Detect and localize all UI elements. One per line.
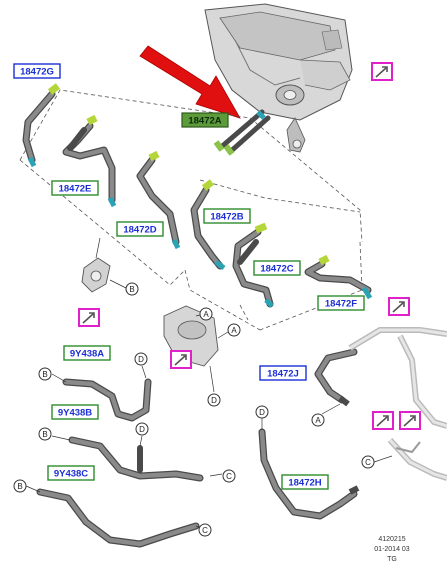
footer-initials: TG <box>387 556 397 563</box>
svg-text:B: B <box>42 430 47 439</box>
svg-text:D: D <box>139 425 145 434</box>
label-9Y438A: 9Y438A <box>63 345 111 361</box>
callout-d-18472H: D <box>255 405 269 419</box>
callout-b-9Y438B: B <box>38 427 52 441</box>
hose-18472A <box>213 109 271 156</box>
svg-text:B: B <box>129 285 134 294</box>
svg-text:C: C <box>226 472 232 481</box>
hose-18472E <box>62 114 117 208</box>
svg-text:9Y438B: 9Y438B <box>58 408 92 419</box>
label-18472J: 18472J <box>259 365 307 381</box>
hose-9Y438A <box>51 365 152 422</box>
callout-b-9Y438C: B <box>13 479 27 493</box>
label-18472A: 18472A <box>181 112 229 128</box>
label-18472F: 18472F <box>317 295 365 311</box>
svg-text:18472F: 18472F <box>325 299 357 310</box>
svg-text:18472B: 18472B <box>210 212 243 223</box>
coolant-valve <box>81 237 127 293</box>
label-18472G: 18472G <box>13 63 61 79</box>
right-pipe-assembly <box>348 327 447 481</box>
hose-18472H <box>258 418 360 520</box>
reference-icon-6[interactable] <box>399 411 421 430</box>
label-18472H: 18472H <box>281 474 329 490</box>
callout-a-pump-top: A <box>199 307 213 321</box>
assembly-outline <box>19 89 363 331</box>
callout-b-9Y438A: B <box>38 367 52 381</box>
callout-a-18472J: A <box>311 413 325 427</box>
svg-text:A: A <box>231 326 237 335</box>
attention-arrow <box>139 45 241 119</box>
svg-text:B: B <box>42 370 47 379</box>
coolant-pump <box>163 305 229 393</box>
svg-text:18472G: 18472G <box>20 67 54 78</box>
svg-text:A: A <box>315 416 321 425</box>
svg-text:C: C <box>202 526 208 535</box>
svg-text:D: D <box>211 396 217 405</box>
svg-text:9Y438C: 9Y438C <box>54 469 88 480</box>
callout-c-right: C <box>361 455 375 469</box>
callout-b-valve: B <box>125 282 139 296</box>
svg-text:B: B <box>17 482 22 491</box>
hose-18472B <box>190 179 226 270</box>
svg-text:18472E: 18472E <box>59 184 92 195</box>
reference-icon-3[interactable] <box>170 350 192 369</box>
reference-icon-5[interactable] <box>372 411 394 430</box>
svg-text:18472C: 18472C <box>260 264 293 275</box>
svg-text:18472A: 18472A <box>188 116 221 127</box>
hose-18472C <box>232 222 274 308</box>
hose-18472G <box>22 83 61 168</box>
svg-text:C: C <box>365 458 371 467</box>
drawing-reference-footer: 4120215 01-2014 03 TG <box>374 536 410 563</box>
footer-code: 4120215 <box>378 536 405 543</box>
label-18472D: 18472D <box>116 221 164 237</box>
callout-a-pump-right: A <box>227 323 241 337</box>
svg-text:D: D <box>259 408 265 417</box>
hose-18472J <box>314 348 358 415</box>
callout-c-9Y438C: C <box>198 523 212 537</box>
callout-d-pump: D <box>207 393 221 407</box>
svg-text:18472H: 18472H <box>288 478 321 489</box>
label-18472B: 18472B <box>203 208 251 224</box>
hose-9Y438C <box>25 485 201 548</box>
label-9Y438B: 9Y438B <box>51 404 99 420</box>
hose-18472D <box>136 150 181 250</box>
svg-text:18472D: 18472D <box>123 225 156 236</box>
hose-18472F <box>304 254 373 300</box>
label-18472C: 18472C <box>253 260 301 276</box>
callout-d-9Y438B: D <box>135 422 149 436</box>
svg-text:18472J: 18472J <box>267 369 299 380</box>
callout-d-9Y438A: D <box>134 352 148 366</box>
hose-9Y438B <box>51 435 223 482</box>
label-18472E: 18472E <box>51 180 99 196</box>
svg-text:A: A <box>203 310 209 319</box>
svg-text:D: D <box>138 355 144 364</box>
reference-icon-4[interactable] <box>388 297 410 316</box>
footer-date: 01-2014 03 <box>374 546 410 553</box>
callout-c-9Y438B: C <box>222 469 236 483</box>
svg-text:9Y438A: 9Y438A <box>70 349 104 360</box>
label-9Y438C: 9Y438C <box>47 465 95 481</box>
reference-icon-1[interactable] <box>371 62 393 81</box>
hvac-unit-illustration <box>204 3 353 153</box>
reference-icon-2[interactable] <box>78 308 100 327</box>
